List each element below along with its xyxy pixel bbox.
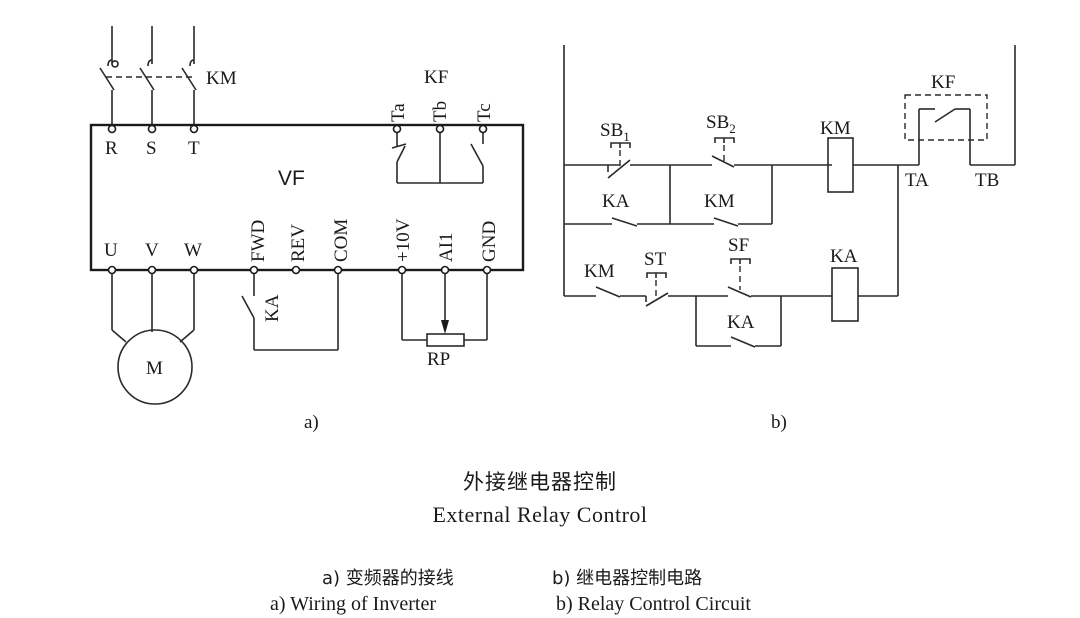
fwd-ka-loop [241, 270, 339, 351]
terminal-ai1 [440, 265, 450, 275]
terminal-v-label: V [145, 240, 159, 261]
kf-label-a: KF [424, 67, 448, 88]
inverter-label: VF [278, 167, 305, 190]
panel-b-marker: b) [771, 412, 787, 433]
tb-label: TB [975, 170, 999, 191]
terminal-ta-label: Ta [388, 103, 409, 122]
figure-title-cn: 外接继电器控制 [463, 470, 617, 494]
terminal-10v [397, 265, 407, 275]
terminal-s-label: S [146, 138, 157, 159]
terminal-com [333, 265, 343, 275]
terminal-tb [435, 124, 445, 134]
motor-wiring [111, 270, 195, 343]
kf-relay-box [905, 95, 987, 140]
panel-a-caption-cn: a) 变频器的接线 [322, 568, 454, 589]
ka-coil [832, 268, 858, 321]
panel-b-relay-circuit: SB1 SB2 KA KM KM KF TA TB [563, 45, 1016, 433]
sb1-label: SB1 [600, 120, 630, 144]
rp-label: RP [427, 349, 450, 370]
km-hold-label: KM [704, 191, 735, 212]
terminal-ai1-label: AI1 [436, 232, 457, 262]
terminal-fwd [249, 265, 259, 275]
terminal-u-label: U [104, 240, 118, 261]
ta-label: TA [905, 170, 929, 191]
potentiometer [401, 270, 488, 347]
fault-relay-contacts [391, 132, 484, 184]
panel-b-caption-cn: b) 继电器控制电路 [552, 568, 703, 589]
terminal-rev [291, 265, 301, 275]
kf-label-b: KF [931, 72, 955, 93]
terminal-gnd-label: GND [479, 221, 500, 262]
ka-contact-label-a: KA [262, 294, 283, 322]
panel-a-inverter-wiring: KM VF R S T KF Ta Tb Tc U V [89, 26, 525, 433]
inverter-box [89, 123, 525, 272]
terminal-com-label: COM [331, 219, 352, 262]
ka-row2-label: KA [727, 312, 755, 333]
figure-title-en: External Relay Control [432, 502, 648, 527]
terminal-r [107, 124, 117, 134]
ka-coil-label: KA [830, 246, 858, 267]
km-label: KM [206, 68, 237, 89]
terminal-fwd-label: FWD [248, 220, 269, 262]
terminal-gnd [482, 265, 492, 275]
motor-symbol [117, 329, 193, 405]
km-main-contacts [99, 26, 197, 126]
terminal-tc-label: Tc [474, 103, 495, 122]
terminal-w-label: W [184, 240, 202, 261]
panel-a-marker: a) [304, 412, 319, 433]
panel-b-caption-en: b) Relay Control Circuit [556, 593, 751, 615]
terminal-tb-label: Tb [430, 101, 451, 122]
row2-wiring [564, 258, 898, 348]
panel-a-caption-en: a) Wiring of Inverter [270, 593, 436, 615]
motor-label: M [146, 358, 163, 379]
terminal-ta [392, 124, 402, 134]
terminal-rev-label: REV [288, 224, 309, 262]
row1-wiring [564, 94, 1015, 296]
terminal-v [147, 265, 157, 275]
terminal-w [189, 265, 199, 275]
terminal-s [147, 124, 157, 134]
terminal-u [107, 265, 117, 275]
sb2-label: SB2 [706, 112, 736, 136]
km-coil-label: KM [820, 118, 851, 139]
ka-hold-label: KA [602, 191, 630, 212]
terminal-r-label: R [105, 138, 118, 159]
terminal-t-label: T [188, 138, 200, 159]
km-row2-label: KM [584, 261, 615, 282]
terminal-10v-label: +10V [393, 218, 414, 262]
terminal-t [189, 124, 199, 134]
terminal-tc [478, 124, 488, 134]
st-label: ST [644, 249, 667, 270]
sf-label: SF [728, 235, 749, 256]
